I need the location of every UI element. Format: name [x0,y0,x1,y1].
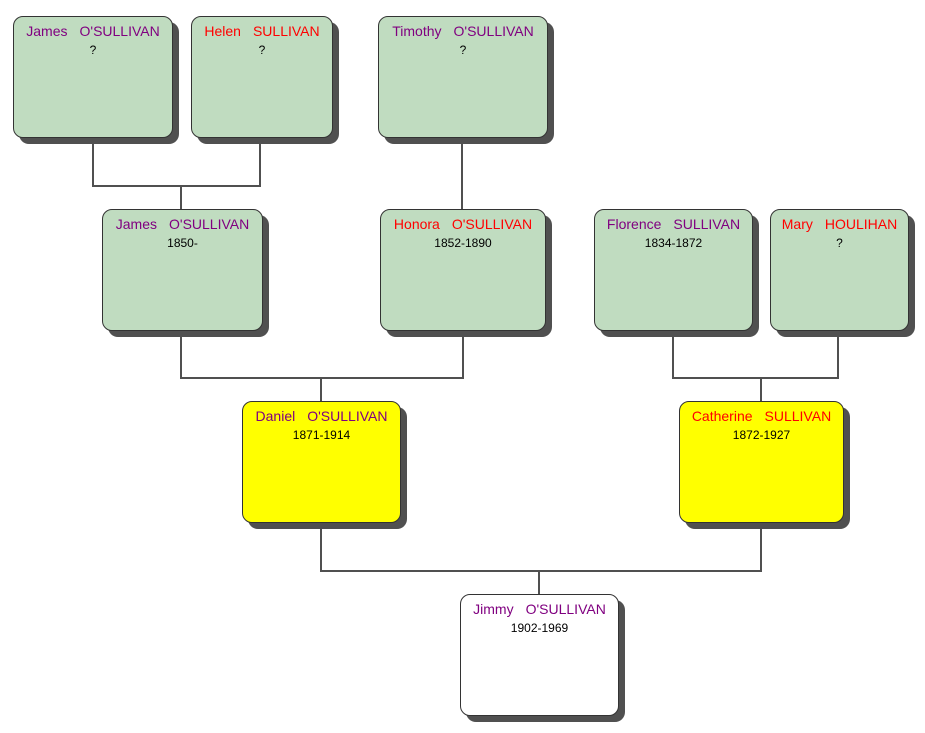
connector [672,330,674,379]
life-dates: ? [836,236,843,250]
first-name: Catherine [691,408,753,424]
life-dates: ? [459,43,467,57]
first-name: Daniel [255,408,296,424]
person-name: Mary HOULIHAN [771,216,908,232]
connector [259,137,261,187]
last-name: SULLIVAN [673,216,741,232]
person-name: Florence SULLIVAN [595,216,752,232]
last-name: O'SULLIVAN [451,216,533,232]
first-name: Honora [393,216,440,232]
person-name: Honora O'SULLIVAN [381,216,545,232]
connector [462,330,464,379]
last-name: SULLIVAN [252,23,320,39]
connector [180,185,182,209]
person-card[interactable]: James O'SULLIVAN? [13,16,173,138]
person-name: Daniel O'SULLIVAN [243,408,400,424]
connector [320,522,322,572]
life-dates: 1834-1872 [644,236,703,250]
connector [672,377,839,379]
person-card[interactable]: Helen SULLIVAN? [191,16,333,138]
life-dates: ? [258,43,266,57]
first-name: Helen [204,23,241,39]
first-name: Florence [606,216,662,232]
person-card[interactable]: Honora O'SULLIVAN 1852-1890 [380,209,546,331]
last-name: O'SULLIVAN [169,216,250,232]
person-name: Timothy O'SULLIVAN [379,23,547,39]
first-name: Jimmy [473,601,514,617]
connector [320,377,322,401]
person-card[interactable]: Daniel O'SULLIVAN 1871-1914 [242,401,401,523]
last-name: O'SULLIVAN [525,601,606,617]
last-name: O'SULLIVAN [79,23,160,39]
person-card[interactable]: Jimmy O'SULLIVAN 1902-1969 [460,594,619,716]
last-name: O'SULLIVAN [453,23,534,39]
connector [760,522,762,572]
connector [320,570,762,572]
first-name: James [115,216,157,232]
person-card[interactable]: Catherine SULLIVAN 1872-1927 [679,401,844,523]
life-dates: 1871-1914 [292,428,351,442]
person-card[interactable]: Timothy O'SULLIVAN? [378,16,548,138]
last-name: O'SULLIVAN [307,408,388,424]
person-name: James O'SULLIVAN [14,23,172,39]
connector [180,377,464,379]
last-name: SULLIVAN [764,408,832,424]
connector [461,137,463,209]
last-name: HOULIHAN [824,216,898,232]
person-name: Helen SULLIVAN [192,23,332,39]
person-card[interactable]: James O'SULLIVAN 1850- [102,209,263,331]
life-dates: 1872-1927 [732,428,791,442]
person-name: Catherine SULLIVAN [680,408,843,424]
person-card[interactable]: Florence SULLIVAN 1834-1872 [594,209,753,331]
connector [180,330,182,379]
connector [92,185,261,187]
life-dates: 1902-1969 [510,621,569,635]
connector [837,330,839,379]
person-card[interactable]: Mary HOULIHAN? [770,209,909,331]
person-name: James O'SULLIVAN [103,216,262,232]
connector [92,137,94,187]
connector [538,570,540,594]
life-dates: ? [89,43,97,57]
first-name: Timothy [392,23,442,39]
first-name: James [26,23,68,39]
life-dates: 1852-1890 [434,236,492,250]
first-name: Mary [781,216,813,232]
life-dates: 1850- [167,236,198,250]
person-name: Jimmy O'SULLIVAN [461,601,618,617]
connector [760,377,762,401]
